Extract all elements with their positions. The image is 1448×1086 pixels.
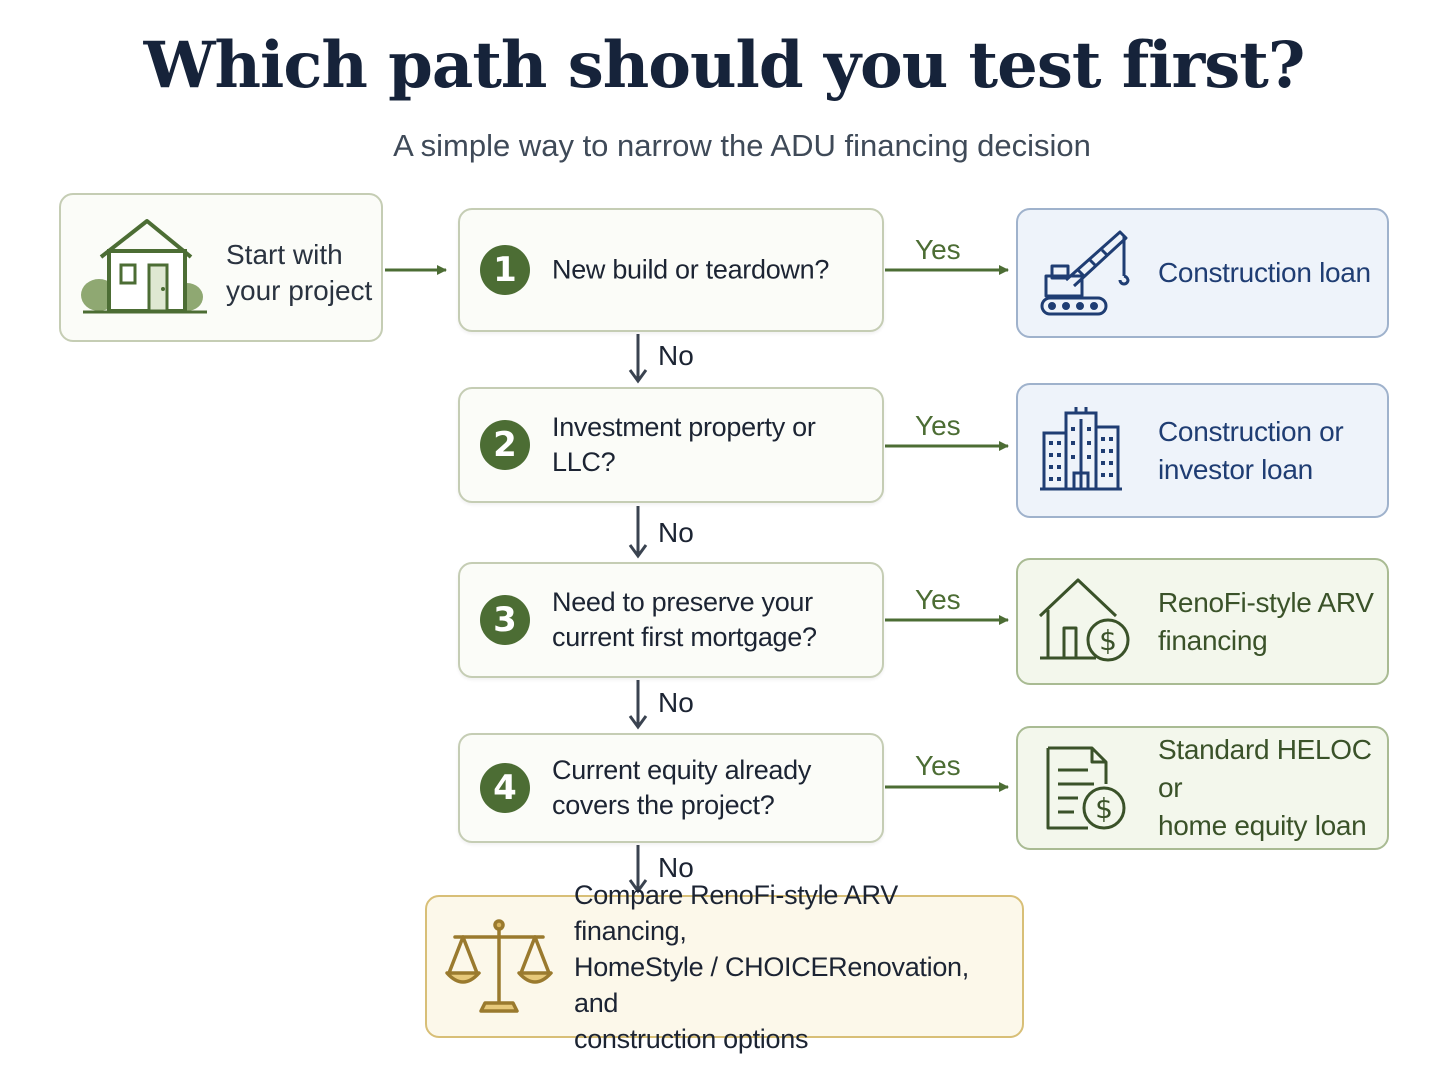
result-text-2: Construction or investor loan — [1158, 415, 1344, 485]
result-text-4: Standard HELOC or home equity loan — [1158, 734, 1372, 841]
final-box: Compare RenoFi-style ARV financing, Home… — [425, 880, 1024, 1054]
question-text-2: Investment property or LLC? — [552, 412, 816, 477]
result-text-3: RenoFi-style ARV financing — [1158, 586, 1374, 656]
result-box-1: Construction loan — [1016, 208, 1389, 338]
building-icon — [1040, 407, 1122, 491]
question-box-1: 1 New build or teardown? — [458, 208, 884, 332]
result-box-3: $ RenoFi-style ARV financing — [1016, 558, 1389, 685]
step-number-3: 3 — [480, 595, 530, 645]
final-text: Compare RenoFi-style ARV financing, Home… — [574, 879, 969, 1054]
question-box-3: 3 Need to preserve your current first mo… — [458, 562, 884, 678]
yes-label-3: Yes — [915, 584, 961, 615]
result-box-2: Construction or investor loan — [1016, 383, 1389, 518]
question-text-4: Current equity already covers the projec… — [552, 755, 812, 820]
start-label: Start with your project — [226, 239, 373, 306]
svg-text:$: $ — [1095, 792, 1113, 825]
yes-label-1: Yes — [915, 234, 961, 265]
no-label-4: No — [658, 852, 694, 883]
question-box-2: 2 Investment property or LLC? — [458, 387, 884, 503]
crane-icon — [1040, 230, 1130, 316]
no-label-2: No — [658, 517, 694, 548]
start-box: Start with your project — [59, 193, 383, 342]
result-box-4: $ Standard HELOC or home equity loan — [1016, 726, 1389, 850]
result-text-1: Construction loan — [1158, 257, 1371, 288]
yes-label-4: Yes — [915, 750, 961, 781]
svg-text:$: $ — [1099, 624, 1117, 657]
page-title: Which path should you test first? — [143, 28, 1306, 103]
question-text-3: Need to preserve your current first mort… — [552, 587, 817, 652]
question-box-4: 4 Current equity already covers the proj… — [458, 733, 884, 843]
step-number-4: 4 — [480, 763, 530, 813]
document-dollar-icon: $ — [1046, 746, 1126, 830]
step-number-1: 1 — [480, 245, 530, 295]
house-dollar-icon: $ — [1038, 578, 1130, 662]
page-subtitle: A simple way to narrow the ADU financing… — [393, 128, 1091, 163]
yes-label-2: Yes — [915, 410, 961, 441]
question-text-1: New build or teardown? — [552, 254, 830, 285]
no-label-1: No — [658, 340, 694, 371]
step-number-2: 2 — [480, 420, 530, 470]
scales-icon — [445, 919, 553, 1013]
house-icon — [81, 219, 207, 314]
no-label-3: No — [658, 687, 694, 718]
